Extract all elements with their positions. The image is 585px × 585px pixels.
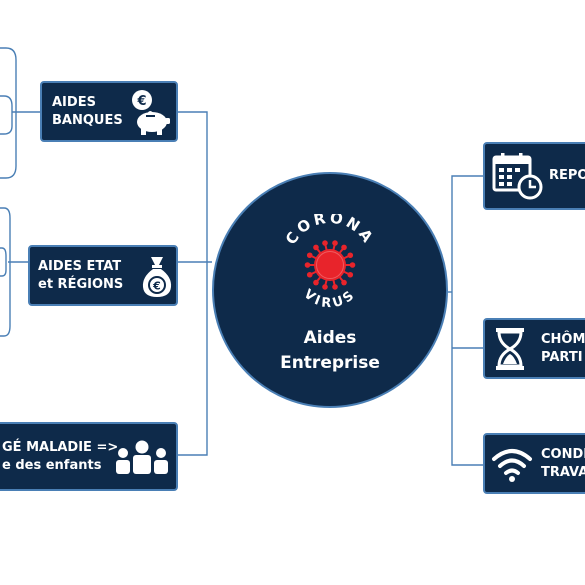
central-title-line2: Entreprise [280, 353, 380, 373]
node-label-line2: PARTI [541, 349, 583, 365]
virus-spike-tip [341, 244, 347, 251]
money-bag-euro-icon: € [142, 257, 172, 297]
virus-spike-tip [332, 240, 338, 246]
central-topic[interactable]: CORONA VIRUS Aides Entreprise [212, 172, 448, 408]
virus-spike-tip [304, 262, 311, 268]
virus-spike-tip [349, 262, 356, 268]
node-chomage-partiel[interactable]: CHÔM PARTI [483, 318, 585, 379]
virus-spike-tip [313, 244, 319, 251]
node-label-line1: AIDES ETAT [38, 258, 122, 274]
virus-spike-tip [347, 252, 354, 259]
node-aides-etat[interactable]: AIDES ETAT et RÉGIONS € [28, 245, 178, 306]
family-icon [116, 440, 168, 474]
node-label-line2: TRAVA [541, 464, 585, 480]
wifi-icon [492, 449, 532, 482]
virus-spike-tip [306, 271, 313, 278]
logo-top-text: CORONA [282, 214, 375, 248]
virus-body [314, 249, 346, 281]
node-label-line1: CONDI [541, 446, 585, 462]
logo-bottom-text: VIRUS [301, 287, 357, 310]
node-label-line2: et RÉGIONS [38, 276, 124, 292]
central-title-line1: Aides [303, 328, 357, 348]
node-conditions-travail[interactable]: CONDI TRAVA [483, 433, 585, 494]
hourglass-icon [496, 328, 524, 370]
calendar-clock-icon [492, 153, 543, 200]
node-label-line1: CHÔM [541, 331, 585, 347]
virus-spike-tip [322, 240, 328, 246]
node-label-line2: e des enfants [2, 457, 102, 473]
node-label-line2: BANQUES [52, 112, 123, 128]
node-label-line1: GÉ MALADIE => [2, 439, 119, 455]
svg-text:CORONA: CORONA [282, 214, 378, 248]
virus-spike-tip [313, 279, 319, 286]
piggy-bank-euro-icon: € [132, 90, 170, 135]
node-aides-banques[interactable]: AIDES BANQUES € [40, 81, 178, 142]
svg-text:€: € [136, 94, 146, 109]
node-label-line1: REPO [549, 168, 585, 183]
corona-virus-logo: CORONA VIRUS [282, 214, 378, 310]
virus-spike-tip [347, 271, 354, 278]
node-report[interactable]: REPO [483, 142, 585, 210]
virus-spike-tip [306, 252, 313, 259]
virus-spike-tip [332, 284, 338, 290]
virus-spike-tip [322, 284, 328, 290]
svg-text:VIRUS: VIRUS [301, 287, 360, 310]
virus-spike-tip [341, 279, 347, 286]
node-conge-maladie[interactable]: GÉ MALADIE => e des enfants [0, 422, 178, 491]
svg-text:€: € [152, 280, 161, 293]
node-label-line1: AIDES [52, 94, 96, 110]
